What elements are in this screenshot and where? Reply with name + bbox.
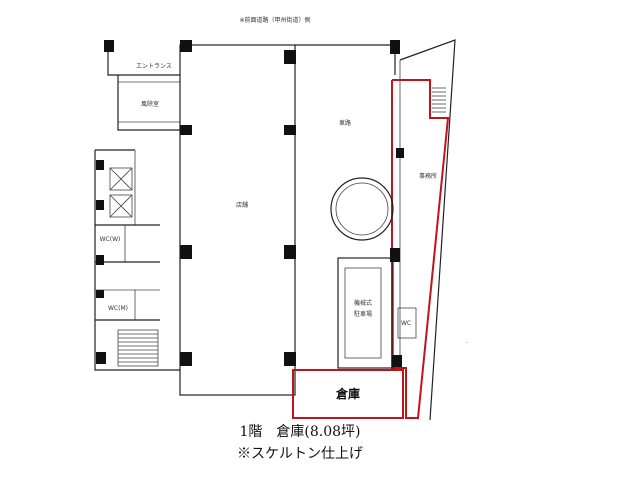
edge-mark: · <box>466 340 468 347</box>
label-mech-parking-1: 機械式 <box>354 299 372 307</box>
caption-floor-area: 1階 倉庫(8.08坪) <box>239 424 361 440</box>
office-outline <box>391 79 450 419</box>
left-service-block <box>94 45 180 371</box>
caption-finish-note: ※スケルトン仕上げ <box>237 446 363 462</box>
stairs-right <box>432 87 446 113</box>
warehouse-area <box>292 369 404 419</box>
turntable <box>330 177 394 241</box>
label-parking-lane: 車路 <box>339 119 351 127</box>
label-wc-men: WC(M) <box>108 305 128 312</box>
label-windbreak: 風除室 <box>141 100 159 108</box>
road-note: ※前面道路（甲州街道）側 <box>239 16 310 24</box>
mechanical-parking <box>337 257 394 369</box>
elevator-icon <box>109 167 133 218</box>
label-wc-women: WC(W) <box>100 236 121 243</box>
label-warehouse: 倉庫 <box>335 386 360 401</box>
label-store: 店舗 <box>236 201 248 209</box>
label-mech-parking-2: 駐車場 <box>354 310 372 318</box>
stairs-left <box>117 329 159 367</box>
store-area <box>179 44 296 396</box>
label-wc-right: WC <box>401 320 411 327</box>
columns <box>96 40 404 367</box>
wc-right-room <box>397 307 417 339</box>
label-entrance: エントランス <box>136 63 172 70</box>
label-office: 事務所 <box>419 172 437 180</box>
